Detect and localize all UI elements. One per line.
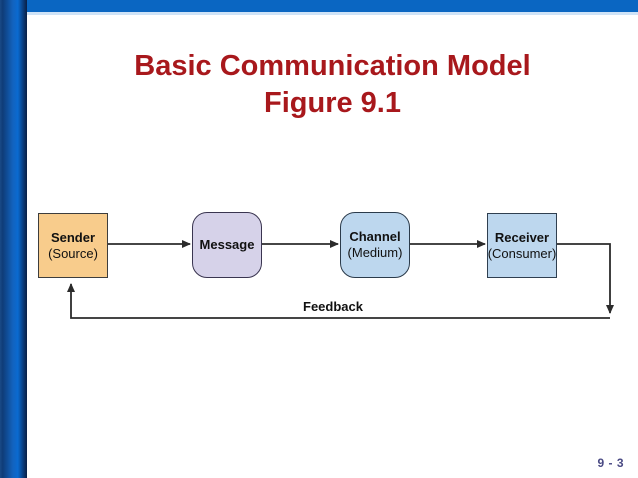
node-receiver-subtitle: (Consumer) xyxy=(487,245,557,261)
slide-title-line-1: Basic Communication Model xyxy=(134,50,531,82)
node-channel-title: Channel xyxy=(349,229,401,244)
edge-feedback-return xyxy=(67,283,610,319)
diagram-node-channel[interactable]: Channel (Medium) xyxy=(340,212,410,278)
slide-title: Basic Communication Model Figure 9.1 xyxy=(27,48,638,122)
node-receiver-title: Receiver xyxy=(494,229,550,245)
feedback-edge-label: Feedback xyxy=(303,299,363,314)
diagram-node-message[interactable]: Message xyxy=(192,212,262,278)
node-sender-subtitle: (Source) xyxy=(48,245,98,261)
slide-title-line-2: Figure 9.1 xyxy=(264,87,401,119)
top-accent-hairline xyxy=(27,12,638,15)
page-number: 9 - 3 xyxy=(597,456,624,470)
node-message-title: Message xyxy=(199,237,255,252)
diagram-node-sender[interactable]: Sender (Source) xyxy=(38,213,108,278)
left-accent-bar xyxy=(0,0,27,478)
node-channel-subtitle: (Medium) xyxy=(347,245,403,260)
node-sender-title: Sender xyxy=(50,229,96,245)
top-accent-bar xyxy=(27,0,638,12)
diagram-node-receiver[interactable]: Receiver (Consumer) xyxy=(487,213,557,278)
edge-feedback-down xyxy=(557,243,614,314)
